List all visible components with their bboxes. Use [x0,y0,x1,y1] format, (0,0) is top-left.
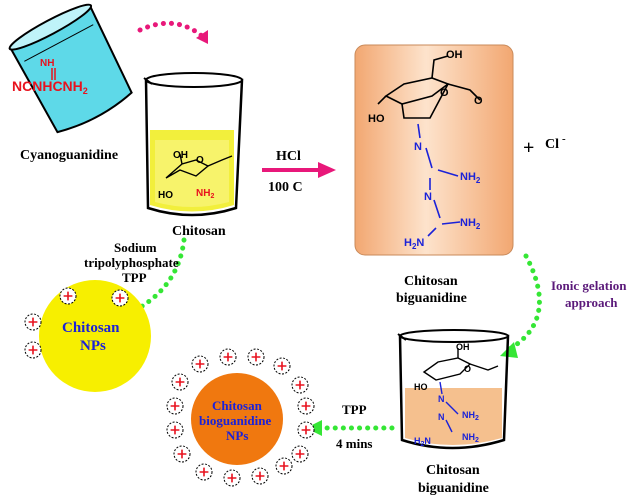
plus-mark-icon [115,293,125,303]
beaker-oh: OH [456,342,470,352]
chitosan-nps-charges [24,287,129,359]
chitosan-o: O [196,155,204,166]
plus-mark-icon [199,467,209,477]
plus-mark-icon [195,359,205,369]
beaker-structure-ring [422,348,499,381]
chitosan-nps-line1: Chitosan [62,320,120,336]
biguanidine-structure [377,55,481,119]
hcl-label: HCl [276,149,301,164]
ionic-gelation-line2: approach [565,295,618,310]
cbg-o-methyl: O [474,95,483,107]
plus-mark-icon [177,449,187,459]
plus-mark-icon [301,401,311,411]
pour-arrowhead [196,30,208,44]
plus-mark-icon [251,352,261,362]
cbg-n1: N [414,141,422,153]
plus-mark-icon [227,473,237,483]
beaker-label-line1: Chitosan [426,463,480,478]
chitosan-structure [165,153,233,179]
cbg-nh2-top: NH2 [460,171,481,185]
chitosan-nh2: NH2 [196,188,214,200]
tpp-4min-arrowhead [306,420,322,436]
cyanoguanidine-label: Cyanoguanidine [20,148,118,163]
cbg-nps-line3: NPs [226,428,248,443]
beaker-n1: N [438,394,445,404]
plus-mark-icon [170,425,180,435]
chitosan-biguanidine-box [354,44,514,256]
cyanoguanidine-formula: NCNHCNH2 [12,78,88,96]
plus-mark-icon [28,345,38,355]
chitosan-nps-sphere [39,280,151,392]
cbg-nps-line1: Chitosan [212,398,263,413]
beaker-structure-chain [439,381,459,433]
pour-arrow [137,20,205,39]
biguanidine-beaker [397,329,510,450]
plus-mark-icon [223,352,233,362]
plus-mark-icon [277,361,287,371]
tpp-arrow [125,237,187,317]
chitosan-ho: HO [158,190,173,201]
beaker-nh2-2: NH2 [462,432,479,444]
cbg-o: O [440,87,449,99]
time-label: 4 mins [336,436,372,451]
sodium-line3: TPP [122,270,147,285]
biguanidine-chain [417,123,461,237]
cbg-n2: N [424,191,432,203]
plus-mark-icon [63,291,73,301]
chitosan-beaker [143,72,244,217]
temp-label: 100 C [268,180,303,195]
ionic-gelation-arrow [505,253,542,353]
cyanoguanidine-beaker [8,3,133,134]
plus-mark-icon [279,461,289,471]
cbg-nps-charges [166,348,315,487]
beaker-label-line2: biguanidine [418,481,489,496]
sodium-line2: tripolyphosphate [84,255,179,270]
sodium-line1: Sodium [114,240,157,255]
beaker-n2: N [438,412,445,422]
plus-mark-icon [170,401,180,411]
ionic-gelation-arrowhead [500,342,518,358]
plus-mark-icon [255,471,265,481]
hcl-arrowhead [318,162,336,178]
plus-mark-icon [295,380,305,390]
plus-mark-icon [301,425,311,435]
plus-mark-icon [175,377,185,387]
chloride-ion: Cl- [545,133,566,152]
plus-mark-icon [28,317,38,327]
plus-sign: + [523,137,534,159]
cbg-nps-line2: bioguanidine [199,413,271,428]
cbg-nps-sphere [191,373,283,465]
beaker-o: O [464,364,471,374]
plus-mark-icon [295,449,305,459]
chitosan-oh: OH [173,150,188,161]
cbg-h2n: H2N [404,237,424,251]
cyanoguanidine-nh-label: NH [40,58,54,69]
cbg-oh: OH [446,49,463,61]
tpp-label: TPP [342,402,367,417]
cbg-label-line1: Chitosan [404,274,458,289]
chitosan-label: Chitosan [172,224,226,239]
cbg-label-line2: biguanidine [396,291,467,306]
cbg-ho: HO [368,113,385,125]
ionic-gelation-line1: Ionic gelation [551,278,627,293]
beaker-ho: HO [414,382,428,392]
cbg-nh2-bottom: NH2 [460,217,481,231]
chitosan-nps-line2: NPs [80,338,106,354]
beaker-h2n: H2N [414,436,431,448]
beaker-nh2-1: NH2 [462,410,479,422]
